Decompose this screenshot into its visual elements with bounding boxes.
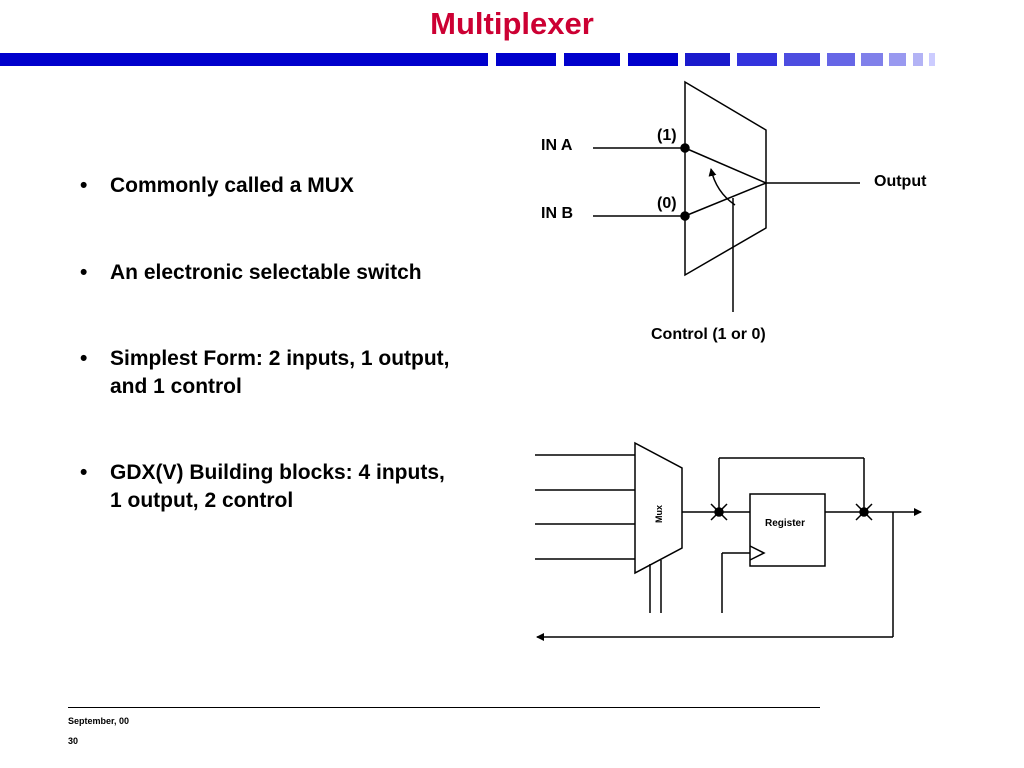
header-band-segment [929,53,935,66]
mux-block [634,441,683,575]
junction-cross [710,503,728,521]
footer-divider [68,707,820,708]
header-band-segment [913,53,923,66]
select-1-label: (1) [657,127,677,144]
header-band-segment [861,53,883,66]
page-number: 30 [68,736,79,746]
header-band-segment [784,53,820,66]
header-band-segment [628,53,678,66]
mux-diagram [593,80,860,312]
register-diagram [535,441,922,641]
register-block [749,493,826,567]
selector-arrow [708,168,736,206]
clock-input-triangle [749,545,766,561]
footer-date: September, 00 [68,716,130,726]
switch-path-b [684,182,767,217]
bullet-list: Commonly called a MUX An electronic sele… [80,172,460,515]
bullet-item: GDX(V) Building blocks: 4 inputs, 1 outp… [80,459,460,515]
mux-trapezoid [684,80,767,277]
header-band-segment [737,53,777,66]
bullet-item: Commonly called a MUX [80,172,460,200]
mux-block-label: Mux [654,505,664,523]
header-band-segment [889,53,906,66]
header-band-segment [685,53,730,66]
header-band-segment [564,53,620,66]
header-band-segment [827,53,855,66]
bullet-item: An electronic selectable switch [80,259,460,287]
header-band-bar [0,53,488,66]
input-a-label: IN A [541,137,573,154]
switch-path-a [684,147,767,184]
slide-title: Multiplexer [430,6,594,41]
header-band-segment [496,53,556,66]
control-label: Control (1 or 0) [651,326,766,343]
bullet-item: Simplest Form: 2 inputs, 1 output, and 1… [80,345,460,401]
register-label: Register [765,518,805,529]
output-label: Output [874,173,927,190]
select-0-label: (0) [657,195,677,212]
input-b-label: IN B [541,205,573,222]
junction-cross [855,503,873,521]
